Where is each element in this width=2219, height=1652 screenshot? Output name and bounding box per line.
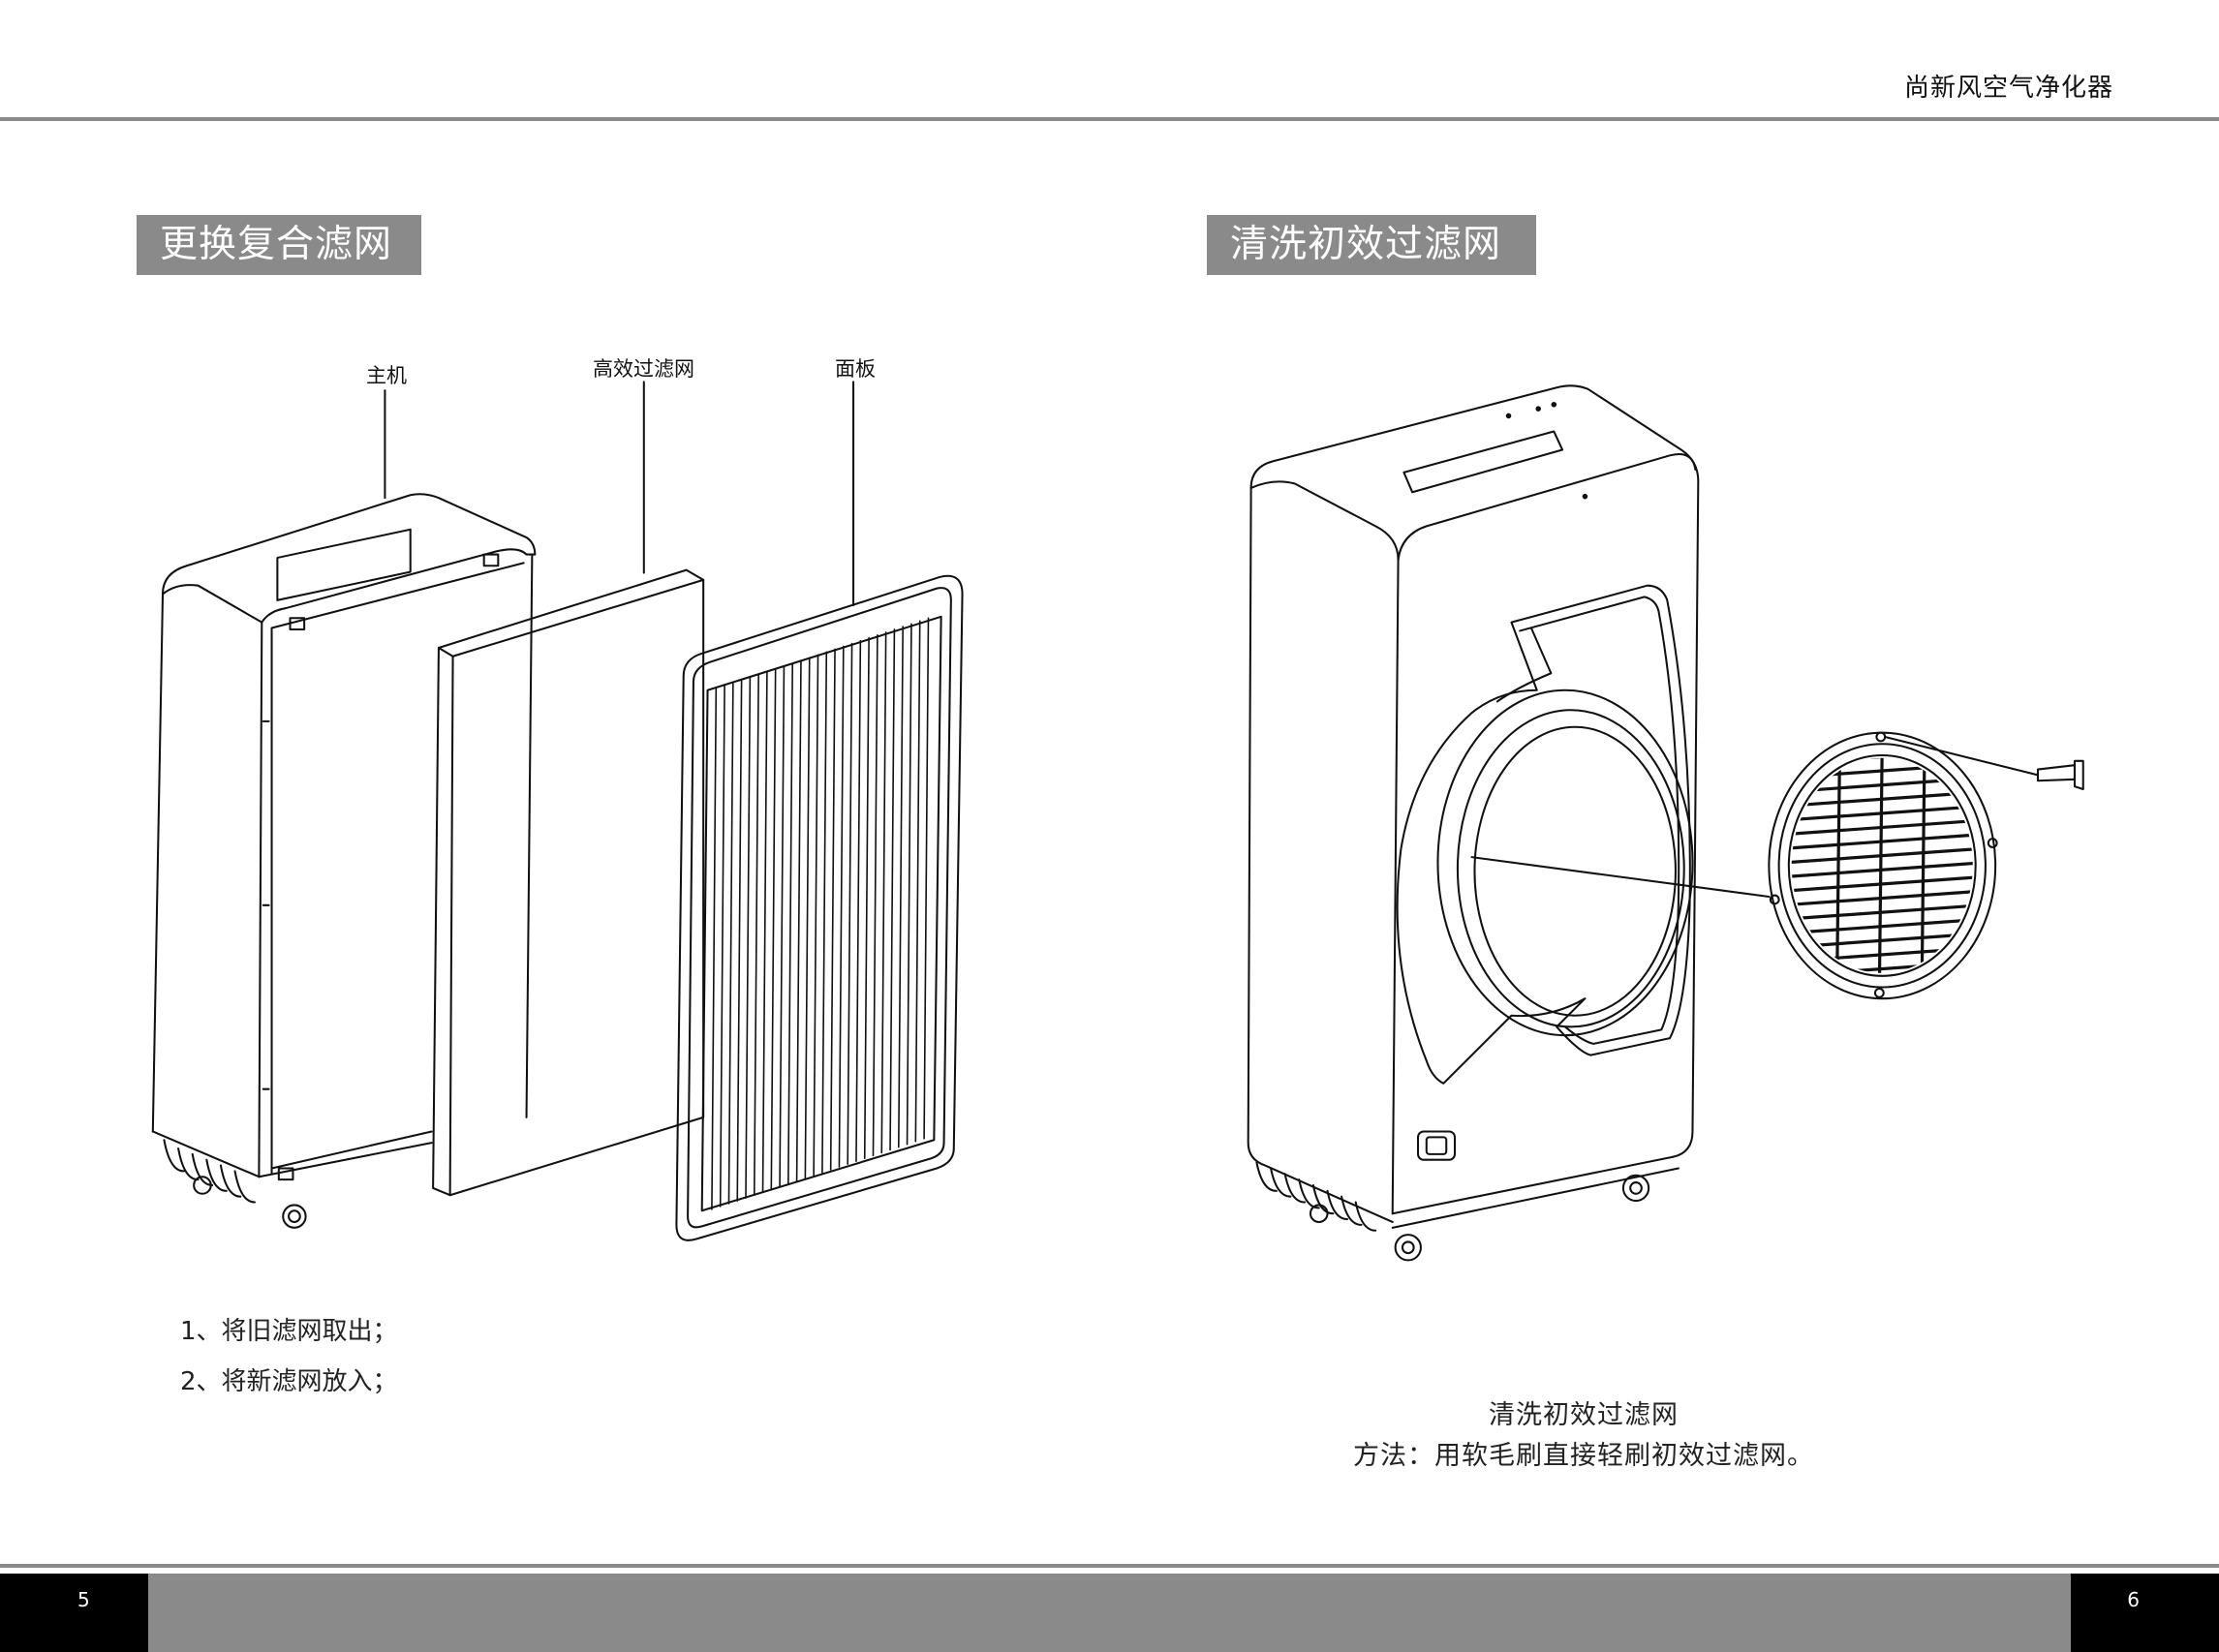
label-hepa-filter: 高效过滤网 xyxy=(593,357,694,381)
footer-bar xyxy=(0,1574,2219,1652)
footer-right-block xyxy=(2071,1574,2219,1652)
footer-left-block xyxy=(0,1574,148,1652)
brand-name: 尚新风空气净化器 xyxy=(1903,74,2113,103)
clean-caption-method: 方法：用软毛刷直接轻刷初效过滤网。 xyxy=(1353,1441,1814,1471)
screw-drawing xyxy=(2036,759,2084,791)
purifier-unit-drawing xyxy=(1247,384,1771,1262)
hepa-filter-drawing xyxy=(432,381,705,1197)
footer-divider xyxy=(0,1564,2219,1568)
main-unit-drawing xyxy=(151,389,537,1229)
label-main-unit: 主机 xyxy=(366,364,407,387)
section-title-clean-prefilter: 清洗初效过滤网 xyxy=(1207,215,1536,275)
front-panel-drawing xyxy=(675,381,964,1241)
section-title-replace-filter: 更换复合滤网 xyxy=(137,215,421,275)
clean-caption-title: 清洗初效过滤网 xyxy=(1489,1400,1679,1430)
header-divider xyxy=(0,117,2219,121)
page-number-left: 5 xyxy=(77,1588,90,1611)
step-2: 2、将新滤网放入； xyxy=(180,1367,398,1396)
step-1: 1、将旧滤网取出； xyxy=(180,1317,398,1346)
label-panel: 面板 xyxy=(835,357,876,381)
prefilter-grille-drawing xyxy=(1768,731,2040,1000)
page-number-right: 6 xyxy=(2127,1588,2140,1611)
